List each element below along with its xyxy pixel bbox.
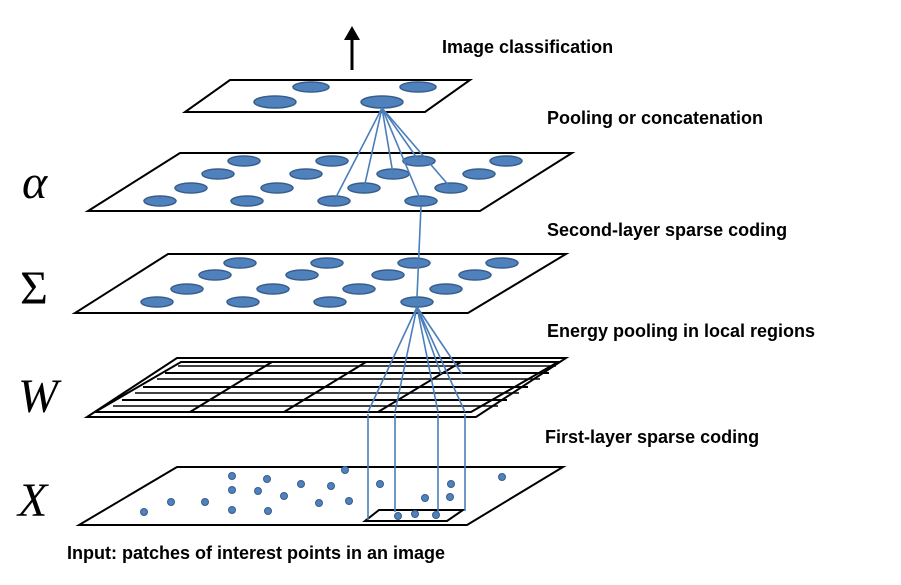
label-energy-pooling: Energy pooling in local regions <box>547 321 815 341</box>
pooling-node <box>292 81 330 93</box>
sigma-plane <box>71 253 570 314</box>
label-second-layer: Second-layer sparse coding <box>547 220 787 240</box>
pooling-node <box>360 95 404 109</box>
label-first-layer: First-layer sparse coding <box>545 427 759 447</box>
x-plane <box>75 466 567 526</box>
up-arrow-icon <box>344 26 360 70</box>
pooling-connections <box>333 107 452 202</box>
pooling-node <box>399 81 437 93</box>
x-symbol: X <box>16 474 49 527</box>
label-input: Input: patches of interest points in an … <box>67 543 445 563</box>
label-image-classification: Image classification <box>442 37 613 57</box>
w-symbol: W <box>18 370 62 423</box>
pooling-node <box>253 95 297 109</box>
alpha-symbol: α <box>22 156 48 209</box>
alpha-sigma-connection <box>416 205 422 298</box>
w-plane <box>83 357 570 418</box>
patch-connections <box>367 414 466 520</box>
sigma-symbol: Σ <box>20 262 48 315</box>
alpha-plane <box>84 152 576 212</box>
pooling-plane <box>181 79 474 113</box>
label-pooling: Pooling or concatenation <box>547 108 763 128</box>
energy-pooling-connections <box>367 306 466 413</box>
